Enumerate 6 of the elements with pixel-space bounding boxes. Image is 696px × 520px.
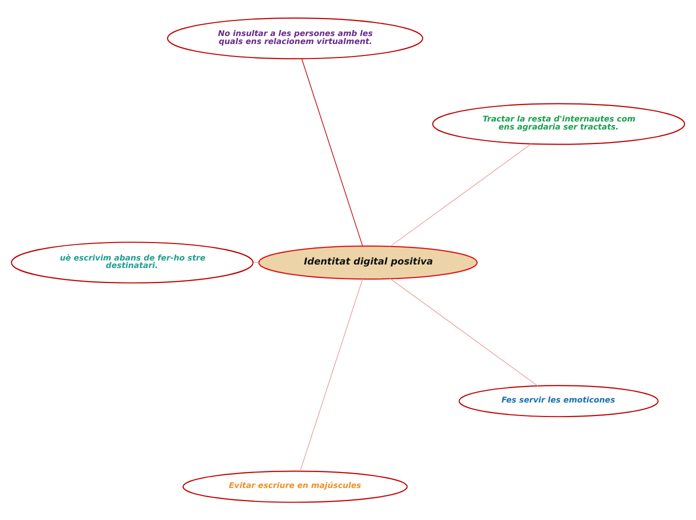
node-ellipse: Identitat digital positiva	[258, 246, 478, 280]
connector	[390, 278, 538, 386]
connector	[252, 262, 260, 263]
connector	[390, 144, 532, 247]
connector	[300, 278, 363, 472]
connector	[301, 58, 363, 246]
